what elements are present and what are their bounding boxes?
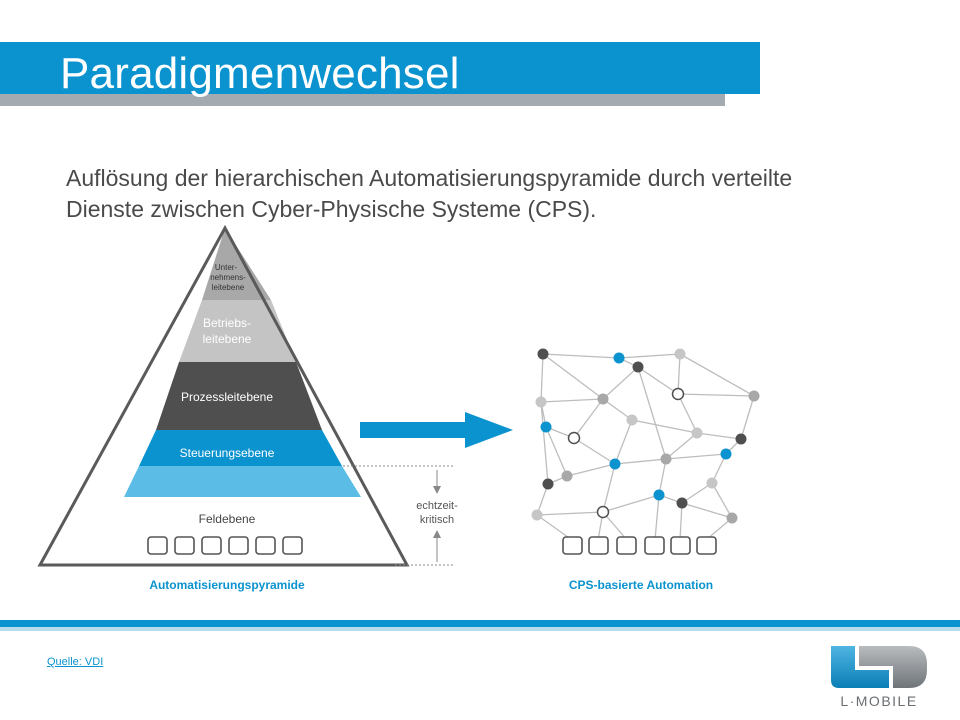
pyramid-layer-process <box>156 362 322 430</box>
cps-node-mid <box>726 512 738 524</box>
logo-d-shape <box>859 646 927 688</box>
cps-node-light <box>691 427 703 439</box>
caption-cps: CPS-basierte Automation <box>569 578 713 592</box>
title-bar <box>0 42 760 94</box>
field-device-2 <box>174 536 195 555</box>
cps-device-5 <box>670 536 691 555</box>
source-link[interactable]: Quelle: VDI <box>47 656 104 668</box>
cps-node-dark <box>632 361 644 373</box>
cps-node-blue <box>720 448 732 460</box>
slide-body-text: Auflösung der hierarchischen Automatisie… <box>66 163 946 225</box>
cps-field-devices <box>562 536 717 555</box>
cps-node-light <box>674 348 686 360</box>
cps-node-mid <box>660 453 672 465</box>
cps-network-edges <box>536 353 755 541</box>
label-operations-1: Betriebs- <box>203 316 251 330</box>
cps-node-light <box>626 414 638 426</box>
label-field: Feldebene <box>199 512 256 526</box>
cps-node-open <box>671 387 685 401</box>
realtime-arrow-down <box>433 486 441 494</box>
realtime-bracket <box>343 465 455 566</box>
footer-divider-light <box>0 627 960 631</box>
label-realtime-2: kritisch <box>420 514 454 526</box>
cps-node-open <box>567 431 581 445</box>
cps-device-4 <box>644 536 665 555</box>
cps-device-1 <box>562 536 583 555</box>
transition-arrow <box>360 412 513 448</box>
label-control: Steuerungsebene <box>180 446 275 460</box>
cps-node-mid <box>561 470 573 482</box>
logo-text: L·MOBILE <box>840 693 917 709</box>
cps-node-dark <box>735 433 747 445</box>
cps-node-blue <box>540 421 552 433</box>
cps-network-nodes <box>531 348 760 524</box>
label-enterprise-3: leitebene <box>212 283 245 292</box>
slide-title: Paradigmenwechsel <box>60 49 460 98</box>
cps-node-blue <box>613 352 625 364</box>
cps-node-mid <box>597 393 609 405</box>
paradigm-diagram: Unter- nehmens- leitebene Betriebs- leit… <box>37 224 760 592</box>
pyramid-outline <box>37 224 410 567</box>
field-device-3 <box>201 536 222 555</box>
field-device-5 <box>255 536 276 555</box>
cps-node-dark <box>537 348 549 360</box>
pyramid-layer-field <box>95 497 394 561</box>
pyramid-layer-control-light <box>124 466 361 497</box>
cps-node-light <box>706 477 718 489</box>
cps-device-2 <box>588 536 609 555</box>
label-operations-2: leitebene <box>203 332 252 346</box>
cps-node-blue <box>609 458 621 470</box>
cps-node-light <box>535 396 547 408</box>
body-line-1: Auflösung der hierarchischen Automatisie… <box>66 165 793 191</box>
caption-pyramid: Automatisierungspyramide <box>149 578 305 592</box>
footer-divider <box>0 620 960 627</box>
cps-device-3 <box>616 536 637 555</box>
cps-node-blue <box>653 489 665 501</box>
pyramid-layer-control <box>139 430 342 466</box>
cps-node-dark <box>542 478 554 490</box>
cps-device-6 <box>696 536 717 555</box>
cps-node-open <box>596 505 610 519</box>
l-mobile-logo: L·MOBILE <box>831 646 927 709</box>
field-device-1 <box>147 536 168 555</box>
label-enterprise-1: Unter- <box>215 263 238 272</box>
field-device-6 <box>282 536 303 555</box>
field-device-4 <box>228 536 249 555</box>
label-enterprise-2: nehmens- <box>210 273 246 282</box>
body-line-2: Dienste zwischen Cyber-Physische Systeme… <box>66 196 597 222</box>
title-underline <box>0 94 725 106</box>
label-process: Prozessleitebene <box>181 390 273 404</box>
logo-l-shape <box>831 646 889 688</box>
cps-node-dark <box>676 497 688 509</box>
pyramid-layer-operations <box>179 300 296 362</box>
cps-node-light <box>531 509 543 521</box>
cps-node-mid <box>748 390 760 402</box>
realtime-arrow-up <box>433 530 441 538</box>
pyramid-field-devices <box>147 536 303 555</box>
label-realtime-1: echtzeit- <box>416 500 458 512</box>
